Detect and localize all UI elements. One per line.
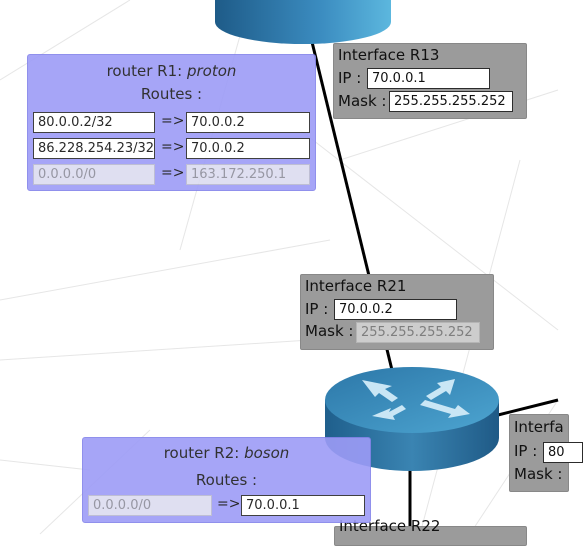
route-gateway-field[interactable]: 70.0.0.2	[186, 138, 310, 159]
router-arrows-icon	[362, 379, 470, 420]
route-destination-field[interactable]: 80.0.0.2/32	[33, 112, 155, 133]
link-r2-right	[497, 398, 559, 417]
default-route-gateway-field[interactable]: 70.0.0.1	[241, 495, 365, 516]
interface-r21-mask-field: 255.255.255.252	[356, 322, 480, 343]
interface-right-partial-panel: Interfa IP : 80 Mask :	[509, 414, 583, 492]
router-r1-icon	[215, 0, 391, 44]
router-r1-title-prefix: router R1:	[106, 62, 187, 80]
interface-r21-ip-field[interactable]: 70.0.0.2	[334, 299, 457, 320]
router-r1-panel: router R1: proton Routes : 80.0.0.2/32 =…	[27, 54, 316, 191]
interface-r21-panel: Interface R21 IP : 70.0.0.2 Mask : 255.2…	[300, 274, 494, 350]
interface-bottom-partial-panel: Interface R22	[334, 517, 527, 546]
route-arrow: =>	[161, 139, 185, 155]
interface-r13-ip-field[interactable]: 70.0.0.1	[367, 68, 490, 89]
interface-r21-title: Interface R21	[305, 277, 407, 295]
interface-r13-panel: Interface R13 IP : 70.0.0.1 Mask : 255.2…	[333, 43, 527, 119]
route-gateway-field[interactable]: 70.0.0.2	[186, 112, 310, 133]
interface-r13-title: Interface R13	[338, 46, 440, 64]
diagram-canvas	[0, 0, 559, 535]
interface-r13-ip-label: IP :	[338, 69, 362, 87]
default-route-destination-field: 0.0.0.0/0	[88, 495, 212, 516]
router-r2-name: boson	[244, 444, 290, 462]
default-route-gateway-field: 163.172.250.1	[186, 164, 310, 185]
interface-right-ip-label: IP :	[514, 442, 538, 460]
interface-right-ip-field[interactable]: 80	[543, 442, 583, 463]
interface-r21-mask-label: Mask :	[305, 322, 354, 340]
interface-right-mask-label: Mask :	[514, 465, 563, 483]
interface-right-title: Interfa	[514, 418, 564, 436]
router-r2-panel: router R2: boson Routes : 0.0.0.0/0 => 7…	[82, 437, 371, 523]
router-r2-title-prefix: router R2:	[163, 444, 245, 462]
interface-r13-mask-field[interactable]: 255.255.255.252	[389, 91, 513, 112]
route-arrow: =>	[161, 113, 185, 129]
router-r1-title: router R1: proton	[28, 62, 315, 80]
router-r1-routes-label: Routes :	[140, 85, 203, 103]
route-arrow: =>	[217, 496, 241, 512]
route-destination-field[interactable]: 86.228.254.23/32	[33, 138, 155, 159]
router-r2-routes-label: Routes :	[195, 471, 258, 489]
router-r2-title: router R2: boson	[83, 444, 370, 462]
interface-r13-mask-label: Mask :	[338, 92, 387, 110]
router-r1-name: proton	[186, 62, 237, 80]
route-arrow: =>	[161, 165, 185, 181]
interface-r21-ip-label: IP :	[305, 300, 329, 318]
default-route-destination-field: 0.0.0.0/0	[33, 164, 155, 185]
